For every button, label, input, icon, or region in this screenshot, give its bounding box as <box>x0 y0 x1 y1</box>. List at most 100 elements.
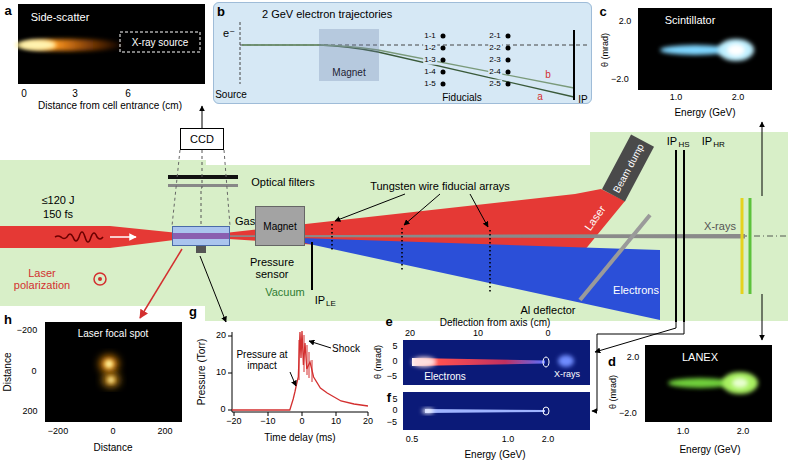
text-label: Deflection from axis (cm) <box>440 317 551 328</box>
text-label: LE <box>326 300 336 309</box>
magnet-box: Magnet <box>255 206 305 246</box>
text-label: Time delay (ms) <box>264 432 335 443</box>
focal-spot-image <box>45 322 182 422</box>
node-text: Magnet <box>332 67 365 78</box>
text-label: 1-2 <box>423 44 437 53</box>
pressure-plot <box>302 412 303 416</box>
node-text: CCD <box>190 133 214 145</box>
text-label: Side-scatter <box>31 11 90 23</box>
vacuum-region <box>590 132 788 321</box>
polarization-symbol <box>94 273 106 285</box>
trajectory-inset <box>441 58 446 63</box>
image-plate-scan-f <box>543 407 549 415</box>
text-label: −5 <box>387 372 397 382</box>
text-label: 6 <box>125 88 131 99</box>
text-label: 3 <box>72 88 78 99</box>
text-label: 150 fs <box>43 208 73 220</box>
sight-line <box>201 150 202 226</box>
pressure-plot <box>309 341 331 348</box>
image-plates <box>312 150 750 322</box>
image-plates <box>741 198 744 294</box>
text-label: IP <box>578 94 587 105</box>
image-plates <box>749 198 752 294</box>
lanex-image <box>645 345 772 422</box>
image-plate-scan-e <box>543 357 549 367</box>
text-label: Vacuum <box>265 286 305 298</box>
image-plate-scan-e <box>403 340 590 385</box>
panel-letter: f <box>387 391 391 405</box>
text-label: θ (mrad) <box>601 33 611 67</box>
trajectory-inset <box>441 82 446 87</box>
focal-spot-image <box>105 360 113 368</box>
panel-letter: g <box>189 305 197 319</box>
trajectory-inset <box>573 30 575 100</box>
text-label: 2.0 <box>732 93 745 103</box>
text-label: X-rays <box>554 370 580 380</box>
pressure-plot <box>232 332 233 412</box>
pressure-plot <box>228 410 232 411</box>
image-plates <box>675 150 677 322</box>
text-label: 2.0 <box>737 427 750 437</box>
image-plates <box>683 150 685 322</box>
pressure-plot <box>228 336 232 337</box>
fiducial-wires <box>404 194 440 225</box>
pressure-plot <box>299 340 300 380</box>
text-label: 0 <box>299 417 304 427</box>
lanex-image <box>722 372 758 394</box>
image-plate-scan-f <box>422 409 434 414</box>
text-label: −2.0 <box>611 75 629 85</box>
text-label: Energy (GeV) <box>674 107 735 118</box>
trajectory-inset <box>242 45 574 97</box>
text-label: Al deflector <box>520 304 575 316</box>
lanex-image <box>645 345 772 422</box>
trajectory-inset <box>240 22 241 84</box>
pressure-sensor <box>196 246 206 253</box>
text-label: −2.0 <box>619 409 637 419</box>
side-scatter-image <box>15 39 125 51</box>
pressure-plot <box>304 335 305 372</box>
trajectory-inset <box>506 46 511 51</box>
text-label: 1.0 <box>677 427 690 437</box>
text-label: 0 <box>21 88 27 99</box>
node-text: Magnet <box>263 221 296 232</box>
focal-spot-image <box>100 356 118 372</box>
text-label: X-rays <box>704 220 736 232</box>
text-label: 0 <box>392 357 397 367</box>
trajectory-inset <box>213 2 592 104</box>
panel-letter: c <box>599 5 606 19</box>
vacuum-region <box>0 132 788 321</box>
optical-filters <box>168 150 238 226</box>
trajectory-inset <box>213 2 592 104</box>
trajectory-inset <box>506 58 511 63</box>
image-plate-scan-e <box>558 355 574 367</box>
text-label: 5 <box>392 342 397 352</box>
image-plate-scan-e <box>412 357 436 367</box>
text-label: Tungsten wire fiducial arrays <box>370 180 510 192</box>
pressure-plot <box>268 412 269 416</box>
node-text: 2 GeV electron trajectories <box>262 8 392 20</box>
lanex-image <box>732 378 748 388</box>
text-label: 0 <box>220 405 225 415</box>
text-label: Distance <box>2 353 13 392</box>
electron-beam <box>300 238 660 320</box>
text-label: Fiducials <box>442 92 481 103</box>
text-label: −5 <box>387 418 397 428</box>
text-label: HR <box>713 141 725 150</box>
pressure-plot <box>228 331 368 416</box>
trajectory-inset <box>506 34 511 39</box>
text-label: 0.5 <box>406 435 419 445</box>
image-plates <box>311 242 313 290</box>
text-label: 1-1 <box>423 32 437 41</box>
magnet-region: Magnet <box>319 29 379 81</box>
text-label: ≤120 J <box>42 194 75 206</box>
laser-beam <box>55 232 103 242</box>
pressure-plot <box>234 412 235 416</box>
text-label: 2.0 <box>619 17 632 27</box>
panel-letter: a <box>4 4 11 18</box>
panel-letter: d <box>608 355 616 369</box>
text-label: e⁻ <box>223 27 235 39</box>
text-label: 10 <box>216 368 226 378</box>
text-label: Source <box>214 89 248 100</box>
